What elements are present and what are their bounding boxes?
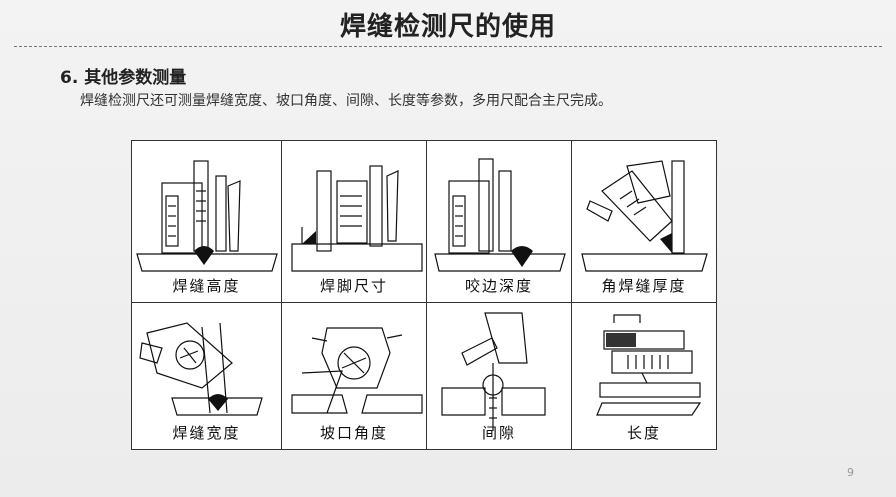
figure-groove-angle: 坡口角度 [282,303,427,449]
slide-title: 焊缝检测尺的使用 [339,12,556,42]
figure-length: 长度 [572,303,716,449]
figure-label: 焊缝高度 [172,277,241,295]
weld-leg-size-gauge-illustration-icon [291,165,423,272]
length-gauge-illustration-icon [596,314,702,416]
figure-weld-leg: 焊脚尺寸 [282,141,427,303]
figure-label: 角焊缝厚度 [601,277,687,295]
title-divider [14,46,882,47]
figure-label: 间隙 [481,424,516,442]
figure-label: 咬边深度 [464,277,533,295]
figure-weld-height: 焊缝高度 [132,141,282,303]
figure-label: 焊缝宽度 [172,424,241,442]
weld-height-gauge-illustration-icon [136,160,278,272]
figure-undercut-depth: 咬边深度 [427,141,572,303]
section-heading: 6. 其他参数测量 [60,68,187,88]
figure-grid: 焊缝高度 焊脚尺寸 [131,140,717,450]
page-number: 9 [847,466,854,479]
weld-width-gauge-illustration-icon [139,322,263,416]
undercut-depth-gauge-illustration-icon [434,158,566,272]
section-text: 焊缝检测尺还可测量焊缝宽度、坡口角度、间隙、长度等参数，多用尺配合主尺完成。 [80,93,612,109]
fillet-weld-thickness-gauge-illustration-icon [581,160,708,272]
figure-gap: 间隙 [427,303,572,449]
groove-angle-gauge-illustration-icon [291,327,423,414]
gap-gauge-illustration-icon [441,312,546,431]
figure-weld-width: 焊缝宽度 [132,303,282,449]
figure-label: 长度 [626,424,661,442]
figure-label: 坡口角度 [319,424,388,442]
figure-fillet-thickness: 角焊缝厚度 [572,141,716,303]
figure-label: 焊脚尺寸 [319,277,388,295]
